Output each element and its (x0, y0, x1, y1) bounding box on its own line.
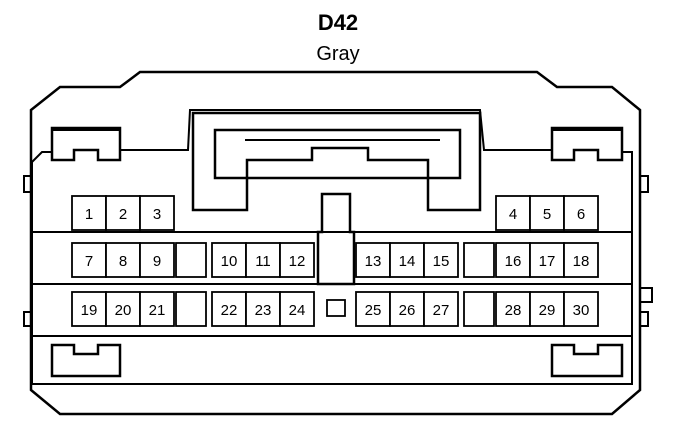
pin-cavity: 8 (105, 242, 141, 278)
pin-label: 24 (289, 302, 306, 319)
pin-cavity: 4 (495, 195, 531, 231)
side-bump-right-lower (639, 287, 653, 303)
blank-cavity-right-row2 (463, 242, 495, 278)
pin-cavity: 22 (211, 291, 247, 327)
locking-tab-outer (191, 111, 482, 212)
pin-cavity: 6 (563, 195, 599, 231)
connector-id-title: D42 (318, 10, 358, 35)
pin-label: 16 (505, 253, 522, 270)
pin-cavity: 10 (211, 242, 247, 278)
pin-label: 30 (573, 302, 590, 319)
pin-label: 9 (153, 253, 161, 270)
pin-label: 11 (255, 253, 271, 270)
pin-cavity: 14 (389, 242, 425, 278)
pin-cavity: 30 (563, 291, 599, 327)
pin-cavity: 20 (105, 291, 141, 327)
connector-housing-outline (29, 70, 642, 416)
pin-cavity: 13 (355, 242, 391, 278)
pin-cavity: 28 (495, 291, 531, 327)
pin-label: 5 (543, 206, 551, 223)
side-bump-left-upper (23, 175, 33, 193)
pin-cavity: 29 (529, 291, 565, 327)
pin-label: 28 (505, 302, 522, 319)
pin-label: 7 (85, 253, 93, 270)
pin-label: 26 (399, 302, 416, 319)
pin-cavity: 16 (495, 242, 531, 278)
pin-cavity: 7 (71, 242, 107, 278)
pin-label: 29 (539, 302, 556, 319)
latch-clip-top-left (50, 126, 122, 162)
locking-tab-inner (213, 128, 462, 180)
pin-label: 2 (119, 206, 127, 223)
pin-label: 20 (115, 302, 132, 319)
blank-cavity-right-row3 (463, 291, 495, 327)
pin-cavity: 1 (71, 195, 107, 231)
latch-clip-bottom-left (50, 343, 122, 378)
pin-label: 15 (433, 253, 450, 270)
pin-label: 13 (365, 253, 382, 270)
pin-cavity: 19 (71, 291, 107, 327)
pin-label: 23 (255, 302, 272, 319)
pin-cavity: 17 (529, 242, 565, 278)
pin-label: 17 (539, 253, 556, 270)
pin-label: 14 (399, 253, 416, 270)
pin-cavity: 26 (389, 291, 425, 327)
pin-cavity: 23 (245, 291, 281, 327)
pin-label: 18 (573, 253, 590, 270)
pin-cavity: 9 (139, 242, 175, 278)
pin-cavity: 3 (139, 195, 175, 231)
connector-color-label: Gray (316, 43, 359, 65)
pin-cavity: 5 (529, 195, 565, 231)
pin-label: 21 (149, 302, 166, 319)
pin-label: 6 (577, 206, 585, 223)
pin-cavity: 24 (279, 291, 315, 327)
pin-cavity: 15 (423, 242, 459, 278)
side-bump-left-lower (23, 311, 33, 327)
pin-cavity: 18 (563, 242, 599, 278)
side-bump-right-upper (639, 175, 649, 193)
pin-cavity: 12 (279, 242, 315, 278)
blank-cavity-left-row2 (175, 242, 207, 278)
pin-label: 4 (509, 206, 517, 223)
pin-label: 22 (221, 302, 238, 319)
pin-label: 25 (365, 302, 382, 319)
center-key-slot (316, 192, 356, 286)
pin-cavity: 2 (105, 195, 141, 231)
pin-cavity: 11 (245, 242, 281, 278)
pin-cavities: 1 2 3 4 5 6 7 8 (71, 195, 599, 327)
pin-label: 8 (119, 253, 127, 270)
pin-label: 10 (221, 253, 238, 270)
side-bump-right-lowest (639, 311, 649, 327)
pin-label: 1 (85, 206, 93, 223)
pin-cavity: 25 (355, 291, 391, 327)
pin-label: 19 (81, 302, 98, 319)
center-indicator-square (326, 299, 346, 317)
pin-label: 3 (153, 206, 161, 223)
pin-cavity: 21 (139, 291, 175, 327)
pin-label: 27 (433, 302, 450, 319)
blank-cavity-left-row3 (175, 291, 207, 327)
latch-clip-bottom-right (550, 343, 624, 378)
pin-label: 12 (289, 253, 306, 270)
latch-clip-top-right (550, 126, 624, 162)
pin-cavity: 27 (423, 291, 459, 327)
